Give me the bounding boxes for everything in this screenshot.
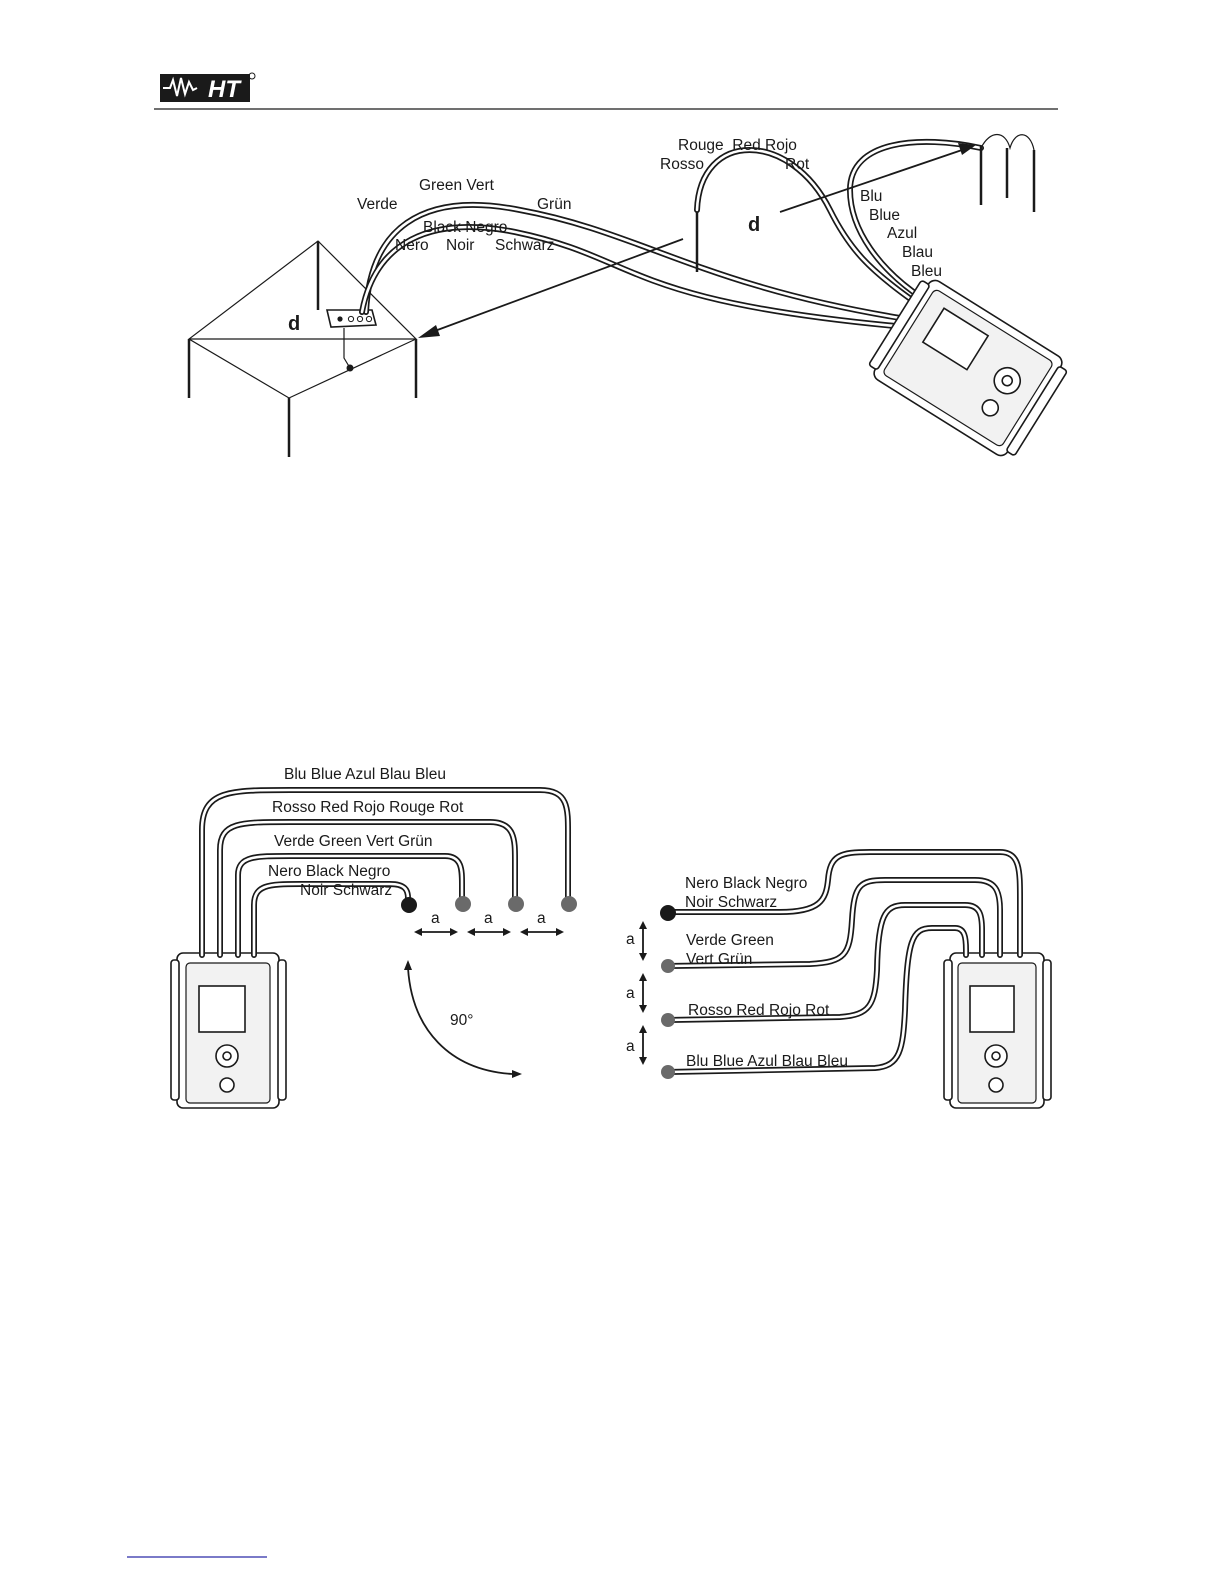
black-label-right-2: Noir Schwarz xyxy=(685,894,777,911)
probes-fig2-right xyxy=(660,905,676,1079)
blue-label-left: Blu Blue Azul Blau Bleu xyxy=(284,766,446,783)
blue-blue-label: Blue xyxy=(869,207,900,224)
black-label-left-1: Nero Black Negro xyxy=(268,863,390,880)
earth-grid: d xyxy=(187,240,418,457)
figure-2-left-linear-arrangement: a a a 90° Blu Blue Azul Blau Bleu Rosso … xyxy=(170,766,577,1109)
red-line1-label: Rouge Red Rojo xyxy=(678,137,797,154)
spacing-a-right-3: a xyxy=(626,1038,635,1055)
figure-1-ground-grid-measurement: d xyxy=(187,133,1068,457)
blue-blau-label: Blau xyxy=(902,244,933,261)
spacing-a-left-3: a xyxy=(537,910,546,927)
probe-black-right xyxy=(660,905,676,921)
red-rosso-label: Rosso xyxy=(660,156,704,173)
blue-bleu-label: Bleu xyxy=(911,263,942,280)
labels-fig1: Verde Green Vert Grün Black Negro Nero N… xyxy=(357,137,942,280)
grid-connection-point xyxy=(346,364,354,372)
test-leads-fig1 xyxy=(359,138,984,329)
green-label-right-1: Verde Green xyxy=(686,932,774,949)
black-line1-label: Black Negro xyxy=(423,219,507,236)
blue-azul-label: Azul xyxy=(887,225,917,242)
instrument-fig1 xyxy=(868,279,1068,457)
spacing-a-right-1: a xyxy=(626,931,635,948)
instrument-fig2-right xyxy=(943,952,1052,1109)
spacing-arrows-right: a a a xyxy=(626,921,647,1065)
blue-label-right: Blu Blue Azul Blau Bleu xyxy=(686,1053,848,1070)
green-verde-label: Verde xyxy=(357,196,398,213)
test-leads-fig2-left xyxy=(199,787,572,958)
labels-fig2-left: Blu Blue Azul Blau Bleu Rosso Red Rojo R… xyxy=(268,766,464,899)
distance-label-right: d xyxy=(748,214,760,236)
blue-blu-label: Blu xyxy=(860,188,882,205)
green-label-left: Verde Green Vert Grün xyxy=(274,833,433,850)
black-label-right-1: Nero Black Negro xyxy=(685,875,807,892)
logo-text: HT xyxy=(208,76,242,103)
figure-2-right-linear-arrangement: a a a Nero Black Negro Noir Schwarz Verd… xyxy=(626,849,1052,1109)
spacing-arrows-left: a a a xyxy=(414,910,564,936)
probes-fig2-left xyxy=(401,896,577,913)
angle-label: 90° xyxy=(450,1012,473,1029)
probe-black-left xyxy=(401,897,417,913)
probe-green-left xyxy=(455,896,471,912)
distance-label-left: d xyxy=(288,313,300,335)
angle-arc: 90° xyxy=(404,960,522,1078)
spacing-a-left-2: a xyxy=(484,910,493,927)
probe-blue-group xyxy=(979,133,1036,212)
red-label-right: Rosso Red Rojo Rot xyxy=(688,1002,830,1019)
green-grun-label: Grün xyxy=(537,196,571,213)
green-label-right-2: Vert Grün xyxy=(686,951,752,968)
spacing-a-left-1: a xyxy=(431,910,440,927)
probe-red-right xyxy=(661,1013,675,1027)
test-leads-fig2-right xyxy=(665,849,1023,1075)
probe-green-right xyxy=(661,959,675,973)
header: HT xyxy=(154,72,1058,110)
probe-blue-right xyxy=(661,1065,675,1079)
black-schwarz-label: Schwarz xyxy=(495,237,554,254)
ht-logo: HT xyxy=(160,72,256,103)
black-label-left-2: Noir Schwarz xyxy=(300,882,392,899)
red-label-left: Rosso Red Rojo Rouge Rot xyxy=(272,799,464,816)
instrument-fig2-left xyxy=(170,952,287,1109)
black-noir-label: Noir xyxy=(446,237,474,254)
distance-arrows: d xyxy=(418,143,976,338)
red-rot-label: Rot xyxy=(785,156,810,173)
probe-blue-left xyxy=(561,896,577,912)
labels-fig2-right: Nero Black Negro Noir Schwarz Verde Gree… xyxy=(685,875,848,1070)
green-vert-label: Green Vert xyxy=(419,177,495,194)
spacing-a-right-2: a xyxy=(626,985,635,1002)
black-nero-label: Nero xyxy=(395,237,429,254)
probe-red-left xyxy=(508,896,524,912)
